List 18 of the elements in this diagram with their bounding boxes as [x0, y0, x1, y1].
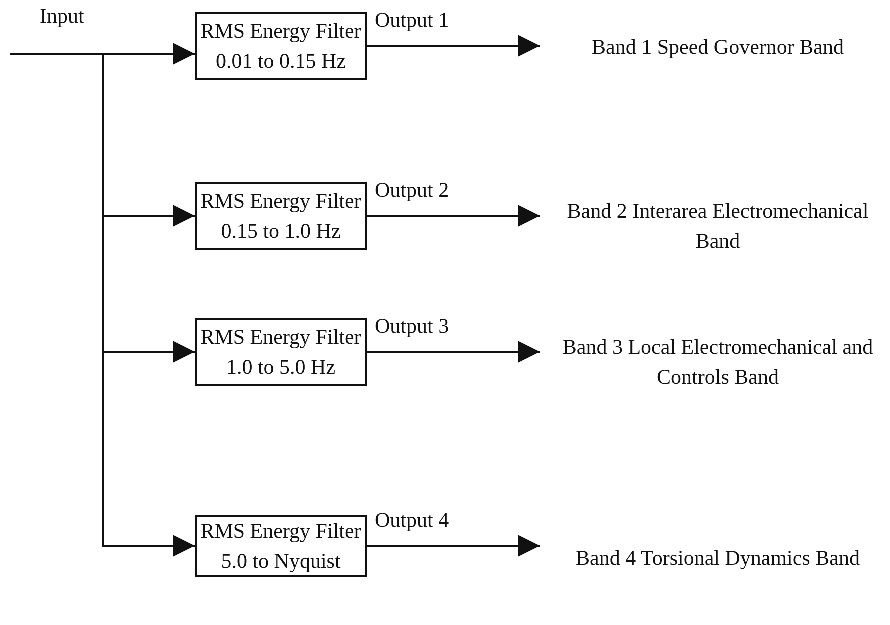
edge-label: Output 1	[375, 8, 450, 33]
edge-label: Output 4	[375, 508, 450, 533]
arrow	[367, 341, 540, 363]
filter-box: RMS Energy Filter 0.01 to 0.15 Hz	[195, 12, 367, 80]
band-text: Band 2 Interarea Electromechanical Band	[548, 176, 888, 276]
band-text: Band 1 Speed Governor Band	[548, 12, 888, 82]
edge-label: Output 2	[375, 178, 450, 203]
arrow	[10, 43, 195, 65]
filter-box: RMS Energy Filter 5.0 to Nyquist	[195, 515, 367, 577]
input-label: Input	[40, 4, 84, 29]
arrow	[367, 35, 540, 57]
band-text: Band 4 Torsional Dynamics Band	[548, 508, 888, 608]
arrow	[367, 205, 540, 227]
edge-label: Output 3	[375, 314, 450, 339]
arrow	[367, 535, 540, 557]
band-text: Band 3 Local Electromechanical and Controls Band	[548, 312, 888, 412]
filter-box: RMS Energy Filter 0.15 to 1.0 Hz	[195, 182, 367, 250]
filter-box: RMS Energy Filter 1.0 to 5.0 Hz	[195, 318, 367, 386]
